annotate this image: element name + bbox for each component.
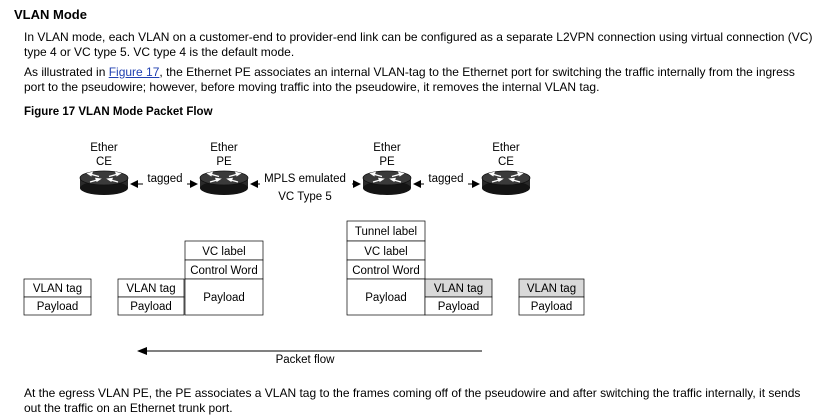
figure-title: Figure 17 VLAN Mode Packet Flow xyxy=(24,106,213,118)
left-link-label: tagged xyxy=(147,173,182,185)
middle-link-label-line2: VC Type 5 xyxy=(278,191,332,203)
middle-link-label-line1: MPLS emulated xyxy=(264,173,346,185)
router-2-label-line1: Ether xyxy=(210,142,238,154)
figure-17-link[interactable]: Figure 17 xyxy=(108,65,160,79)
packet-3 xyxy=(184,240,264,316)
router-1-label-line1: Ether xyxy=(90,142,118,154)
packet-4 xyxy=(346,220,493,316)
section-heading: VLAN Mode xyxy=(14,7,87,22)
packet-flow-label: Packet flow xyxy=(276,354,335,366)
packet-3-control-word: Control Word xyxy=(190,265,258,277)
packet-4-payload: Payload xyxy=(365,292,407,304)
packet-1 xyxy=(23,278,92,316)
intro-paragraph: In VLAN mode, each VLAN on a customer-en… xyxy=(24,30,813,59)
packet-2-payload: Payload xyxy=(130,301,172,313)
figure-reference-paragraph: As illustrated in Figure 17, the Etherne… xyxy=(24,65,814,94)
router-icon xyxy=(481,170,531,196)
packet-1-vlan-tag: VLAN tag xyxy=(33,283,82,295)
packet-4-control-word: Control Word xyxy=(352,265,420,277)
packet-2 xyxy=(117,278,185,316)
packet-1-payload: Payload xyxy=(37,301,79,313)
router-icon xyxy=(79,170,129,196)
router-1-label-line2: CE xyxy=(96,156,112,168)
router-icon xyxy=(199,170,249,196)
packet-4-vc-label: VC label xyxy=(364,246,407,258)
packet-2-vlan-tag: VLAN tag xyxy=(126,283,175,295)
packet-4-inner-payload: Payload xyxy=(438,301,480,313)
right-link-label: tagged xyxy=(428,173,463,185)
para-text-before: As illustrated in xyxy=(24,65,109,79)
router-4-label-line2: CE xyxy=(498,156,514,168)
para-text-after: , the Ethernet PE associates an internal… xyxy=(24,65,795,94)
router-3-label-line2: PE xyxy=(379,156,395,168)
router-3-label-line1: Ether xyxy=(373,142,401,154)
packet-5-payload: Payload xyxy=(531,301,573,313)
packet-4-vlan-tag: VLAN tag xyxy=(434,283,483,295)
packet-3-payload: Payload xyxy=(203,292,245,304)
packet-3-vc-label: VC label xyxy=(202,246,245,258)
egress-paragraph: At the egress VLAN PE, the PE associates… xyxy=(24,386,801,415)
packet-4-tunnel-label: Tunnel label xyxy=(355,226,417,238)
packet-5 xyxy=(518,278,585,316)
packet-5-vlan-tag: VLAN tag xyxy=(527,283,576,295)
router-2-label-line2: PE xyxy=(216,156,232,168)
router-icon xyxy=(362,170,412,196)
router-4-label-line1: Ether xyxy=(492,142,520,154)
